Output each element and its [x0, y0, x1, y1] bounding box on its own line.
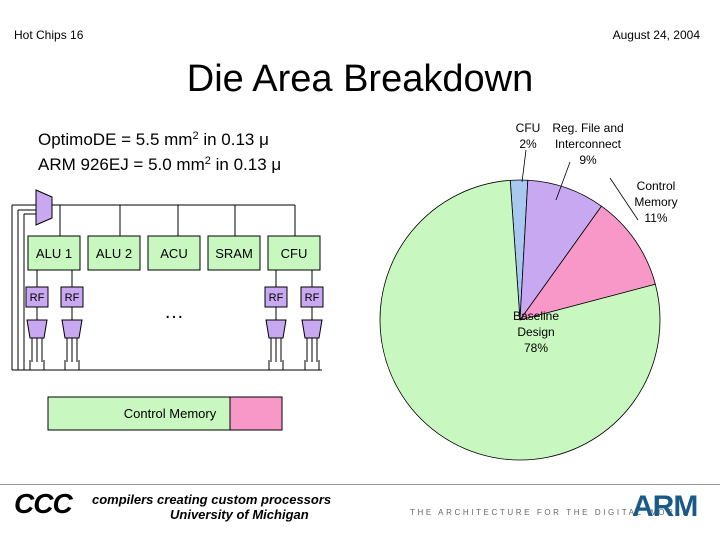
output-mux-icon — [35, 189, 53, 226]
footer-divider — [0, 484, 720, 485]
slide-title: Die Area Breakdown — [186, 58, 534, 100]
rf-label-4: RF — [305, 292, 320, 304]
mux-icon-2 — [61, 319, 83, 339]
rf-label-2: RF — [65, 292, 80, 304]
spec-optimode-text: OptimoDE = 5.5 mm — [38, 130, 193, 149]
control-memory-pink — [229, 396, 283, 431]
unit-alu1-box — [27, 235, 81, 271]
rf-label-3: RF — [269, 292, 284, 304]
spec-optimode: OptimoDE = 5.5 mm2 in 0.13 μ — [38, 130, 269, 150]
pie-slice-2 — [519, 205, 656, 321]
unit-sram-box — [207, 235, 261, 271]
ellipsis: … — [164, 301, 184, 323]
spec-arm-unit: in 0.13 μ — [210, 155, 282, 174]
unit-cfu-label: CFU — [281, 246, 308, 261]
pie-leader-line-2 — [609, 177, 639, 221]
pie-slice-3 — [379, 179, 661, 461]
pie-slices — [379, 179, 661, 461]
ccc-org: compilers creating custom processors Uni… — [92, 492, 331, 522]
pie-slice-1 — [519, 179, 603, 322]
unit-alu1-label: ALU 1 — [36, 246, 72, 261]
spec-arm-sup: 2 — [204, 155, 211, 167]
unit-alu2-box — [87, 235, 141, 271]
unit-acu-label: ACU — [160, 246, 187, 261]
ccc-logo: CCC — [14, 488, 73, 520]
mux-icon-1 — [26, 319, 48, 339]
rf-box-1 — [25, 286, 49, 308]
spec-optimode-sup: 2 — [192, 130, 199, 142]
rf-label-1: RF — [30, 292, 45, 304]
rf-box-4 — [300, 286, 324, 308]
unit-sram-label: SRAM — [215, 246, 253, 261]
spec-arm-text: ARM 926EJ = 5.0 mm — [38, 155, 205, 174]
header-right: August 24, 2004 — [612, 28, 700, 42]
pie-leader-line-1 — [555, 161, 571, 201]
arm-tagline: THE ARCHITECTURE FOR THE DIGITAL WORLD — [410, 508, 691, 517]
ccc-org-line1: compilers creating custom processors — [92, 492, 332, 507]
arm-logo: ARM — [632, 490, 698, 523]
spec-arm: ARM 926EJ = 5.0 mm2 in 0.13 μ — [38, 155, 281, 175]
pie-leader-line-0 — [521, 149, 527, 183]
rf-box-3 — [264, 286, 288, 308]
spec-optimode-unit: in 0.13 μ — [198, 130, 269, 149]
control-memory-green — [47, 396, 231, 431]
ccc-org-line2: University of Michigan — [170, 507, 309, 522]
unit-acu-box — [147, 235, 201, 271]
header-left: Hot Chips 16 — [14, 28, 84, 42]
unit-cfu-box — [267, 235, 321, 271]
mux-icon-3 — [265, 319, 287, 339]
mux-icon-4 — [301, 319, 323, 339]
ccc-logo-text: CCC — [14, 488, 73, 519]
unit-alu2-label: ALU 2 — [96, 246, 132, 261]
rf-box-2 — [60, 286, 84, 308]
control-memory-label: Control Memory — [124, 406, 217, 421]
